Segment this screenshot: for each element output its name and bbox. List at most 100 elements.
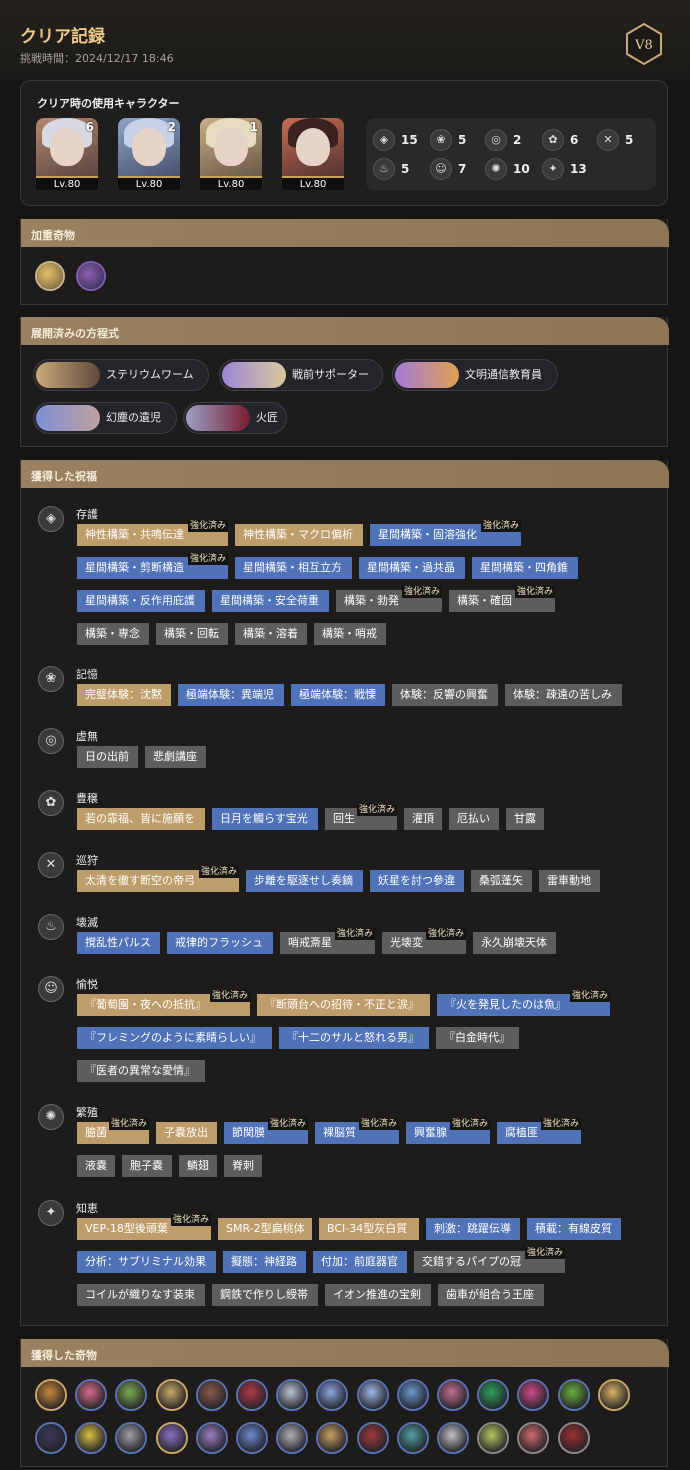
blessing-tag[interactable]: SMR-2型扁桃体 (218, 1218, 312, 1240)
curio-icon[interactable] (196, 1379, 228, 1411)
curio-icon[interactable] (75, 1379, 107, 1411)
weighted-curio-1[interactable] (35, 261, 65, 291)
blessing-tag[interactable]: 『医者の異常な愛情』 (77, 1060, 205, 1082)
curio-icon[interactable] (156, 1422, 188, 1454)
blessing-tag[interactable]: 雷車動地 (539, 870, 600, 892)
curio-icon[interactable] (276, 1379, 308, 1411)
curio-icon[interactable] (517, 1422, 549, 1454)
curio-icon[interactable] (236, 1379, 268, 1411)
curio-icon[interactable] (115, 1379, 147, 1411)
equation-chip[interactable]: ステリウムワーム (33, 359, 209, 391)
blessing-tag[interactable]: 脊刺 (224, 1155, 262, 1177)
blessing-tag[interactable]: 節関膜強化済み (224, 1118, 308, 1144)
blessing-tag[interactable]: 甘露 (506, 808, 544, 830)
blessing-tag[interactable]: 悲劇講座 (145, 746, 206, 768)
blessing-tag[interactable]: 付加：前庭器官 (313, 1251, 407, 1273)
blessing-tag[interactable]: 日の出前 (77, 746, 138, 768)
blessing-tag[interactable]: 哨戒斎星強化済み (280, 928, 375, 954)
curio-icon[interactable] (75, 1422, 107, 1454)
blessing-tag[interactable]: 星間構築・安全荷重 (212, 590, 329, 612)
blessing-tag[interactable]: 日月を觸らす宝光 (212, 808, 318, 830)
weighted-curio-2[interactable] (76, 261, 106, 291)
blessing-tag[interactable]: 擬態：神経路 (223, 1251, 306, 1273)
blessing-tag[interactable]: 胞子嚢 (122, 1155, 172, 1177)
curio-icon[interactable] (598, 1379, 630, 1411)
blessing-tag[interactable]: 構築・哨戒 (314, 623, 386, 645)
blessing-tag[interactable]: 歯車が組合う王座 (438, 1284, 544, 1306)
blessing-tag[interactable]: 構築・勃発強化済み (336, 586, 442, 612)
blessing-tag[interactable]: 積載：有線皮質 (527, 1218, 621, 1240)
curio-icon[interactable] (437, 1379, 469, 1411)
curio-icon[interactable] (236, 1422, 268, 1454)
curio-icon[interactable] (357, 1379, 389, 1411)
curio-icon[interactable] (517, 1379, 549, 1411)
blessing-tag[interactable]: 交錯するパイプの冠強化済み (414, 1247, 565, 1273)
blessing-tag[interactable]: BCI-34型灰白質 (319, 1218, 419, 1240)
curio-icon[interactable] (558, 1379, 590, 1411)
curio-icon[interactable] (115, 1422, 147, 1454)
curio-icon[interactable] (316, 1379, 348, 1411)
blessing-tag[interactable]: 厄払い (449, 808, 499, 830)
blessing-tag[interactable]: 体験：反響の興奮 (392, 684, 498, 706)
blessing-tag[interactable]: 桑弧蓬矢 (471, 870, 532, 892)
blessing-tag[interactable]: 戒律的フラッシュ (167, 932, 273, 954)
curio-icon[interactable] (477, 1422, 509, 1454)
curio-icon[interactable] (558, 1422, 590, 1454)
blessing-tag[interactable]: 灌頂 (404, 808, 442, 830)
blessing-tag[interactable]: 『十二のサルと怒れる男』 (279, 1027, 429, 1049)
character-portrait[interactable]: Lv.80 (282, 118, 344, 190)
blessing-tag[interactable]: 『白金時代』 (436, 1027, 519, 1049)
blessing-tag[interactable]: 神性構築・マクロ偏析 (235, 524, 363, 546)
blessing-tag[interactable]: 星間構築・相互立方 (235, 557, 352, 579)
blessing-tag[interactable]: 撹乱性パルス (77, 932, 160, 954)
curio-icon[interactable] (357, 1422, 389, 1454)
blessing-tag[interactable]: 極端体験：戦慄 (291, 684, 385, 706)
blessing-tag[interactable]: 星間構築・過共晶 (359, 557, 465, 579)
curio-icon[interactable] (477, 1379, 509, 1411)
blessing-tag[interactable]: 興奮腺強化済み (406, 1118, 490, 1144)
curio-icon[interactable] (156, 1379, 188, 1411)
curio-icon[interactable] (397, 1422, 429, 1454)
blessing-tag[interactable]: 裸脳質強化済み (315, 1118, 399, 1144)
blessing-tag[interactable]: 星間構築・剪断構造強化済み (77, 553, 228, 579)
blessing-tag[interactable]: 『フレミングのように素晴らしい』 (77, 1027, 272, 1049)
equation-chip[interactable]: 戦前サポーター (219, 359, 383, 391)
blessing-tag[interactable]: 構築・溶着 (235, 623, 307, 645)
blessing-tag[interactable]: 腐植匪強化済み (497, 1118, 581, 1144)
blessing-tag[interactable]: 分析：サブリミナル効果 (77, 1251, 216, 1273)
blessing-tag[interactable]: 回生強化済み (325, 804, 397, 830)
blessing-tag[interactable]: 妖星を討つ參違 (370, 870, 464, 892)
blessing-tag[interactable]: 極端体験：異端児 (178, 684, 284, 706)
equation-chip[interactable]: 火匠 (183, 402, 287, 434)
blessing-tag[interactable]: 若の霏福、皆に施願を (77, 808, 205, 830)
blessing-tag[interactable]: 構築・回転 (156, 623, 228, 645)
equation-chip[interactable]: 文明通信教育員 (392, 359, 558, 391)
curio-icon[interactable] (35, 1422, 67, 1454)
blessing-tag[interactable]: 星間構築・反作用庇護 (77, 590, 205, 612)
blessing-tag[interactable]: 『葡萄園・夜への抵抗』強化済み (77, 990, 250, 1016)
blessing-tag[interactable]: 太清を徹す断空の帝弓強化済み (77, 866, 239, 892)
blessing-tag[interactable]: 星間構築・固溶強化強化済み (370, 520, 521, 546)
blessing-tag[interactable]: 完璧体験：沈黙 (77, 684, 171, 706)
blessing-tag[interactable]: 液嚢 (77, 1155, 115, 1177)
curio-icon[interactable] (316, 1422, 348, 1454)
curio-icon[interactable] (397, 1379, 429, 1411)
blessing-tag[interactable]: イオン推進の宝剣 (325, 1284, 431, 1306)
blessing-tag[interactable]: 子嚢放出 (156, 1122, 217, 1144)
curio-icon[interactable] (35, 1379, 67, 1411)
blessing-tag[interactable]: コイルが織りなす装束 (77, 1284, 205, 1306)
blessing-tag[interactable]: 『断頭台への招待・不正と涙』 (257, 994, 430, 1016)
blessing-tag[interactable]: 鱗翅 (179, 1155, 217, 1177)
blessing-tag[interactable]: 構築・確固強化済み (449, 586, 555, 612)
curio-icon[interactable] (196, 1422, 228, 1454)
blessing-tag[interactable]: 刺激：跳躍伝導 (426, 1218, 520, 1240)
blessing-tag[interactable]: 神性構築・共鳴伝達強化済み (77, 520, 228, 546)
blessing-tag[interactable]: 星間構築・四角錐 (472, 557, 578, 579)
blessing-tag[interactable]: 步離を駆逐せし奏鏑 (246, 870, 363, 892)
blessing-tag[interactable]: 『火を発見したのは魚』強化済み (437, 990, 610, 1016)
equation-chip[interactable]: 幻塵の遺児 (33, 402, 177, 434)
blessing-tag[interactable]: 永久崩壊天体 (473, 932, 556, 954)
